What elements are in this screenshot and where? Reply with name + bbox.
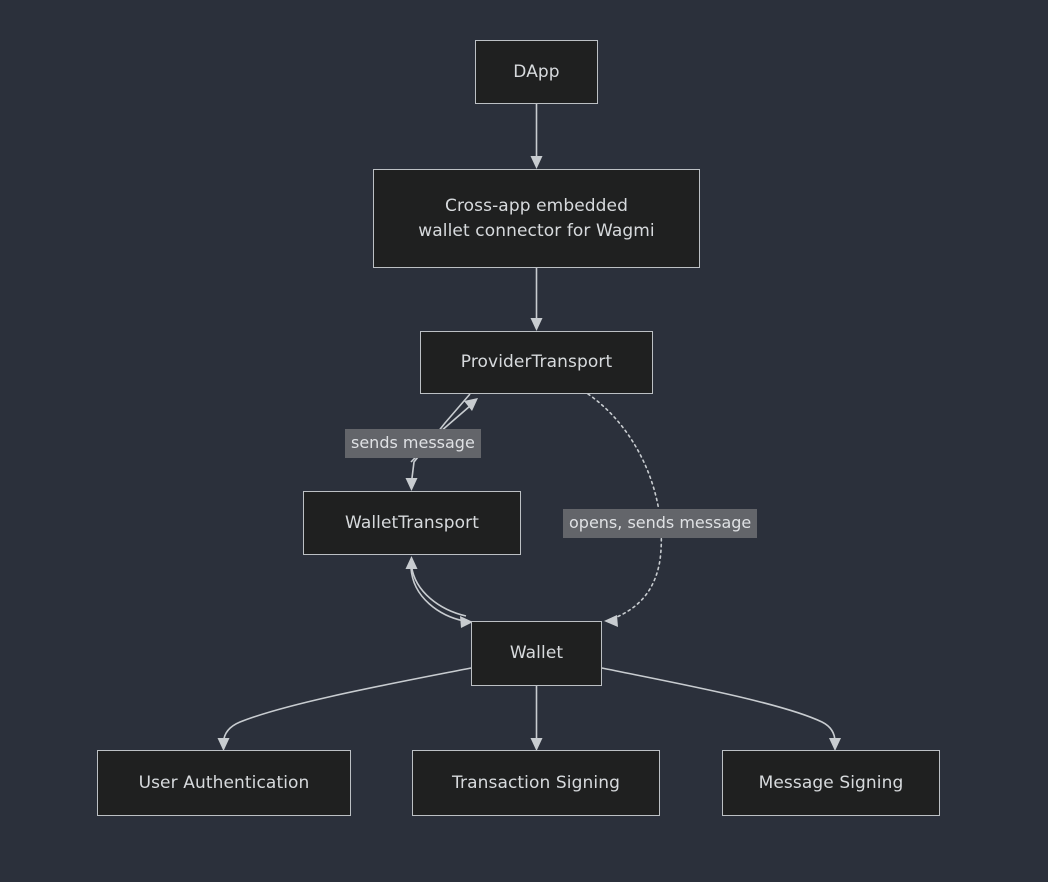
node-wallet-transport[interactable]: WalletTransport — [303, 491, 521, 555]
edge-label-opens-sends-message: opens, sends message — [563, 509, 758, 539]
node-transaction-signing[interactable]: Transaction Signing — [412, 750, 660, 816]
edge-wallet-to-user-authentication — [217, 667, 472, 751]
node-dapp[interactable]: DApp — [475, 40, 598, 104]
node-provider-transport[interactable]: ProviderTransport — [420, 331, 653, 394]
node-cross-app-wallet-connector[interactable]: Cross-app embedded wallet connector for … — [373, 169, 700, 268]
edge-wallet-to-wallettransport-up — [405, 556, 467, 617]
edge-provider-to-wallet-dotted — [587, 393, 663, 627]
edge-connector-to-provider — [530, 268, 543, 331]
edge-wallettransport-wallet-down — [410, 567, 473, 628]
edge-wallet-to-message-signing — [601, 667, 841, 751]
edge-label-sends-message: sends message — [345, 429, 481, 459]
node-user-authentication[interactable]: User Authentication — [97, 750, 351, 816]
edge-wallet-to-transaction-signing — [530, 686, 543, 751]
node-message-signing[interactable]: Message Signing — [722, 750, 940, 816]
node-wallet[interactable]: Wallet — [471, 621, 602, 686]
edge-dapp-to-connector — [530, 104, 543, 169]
